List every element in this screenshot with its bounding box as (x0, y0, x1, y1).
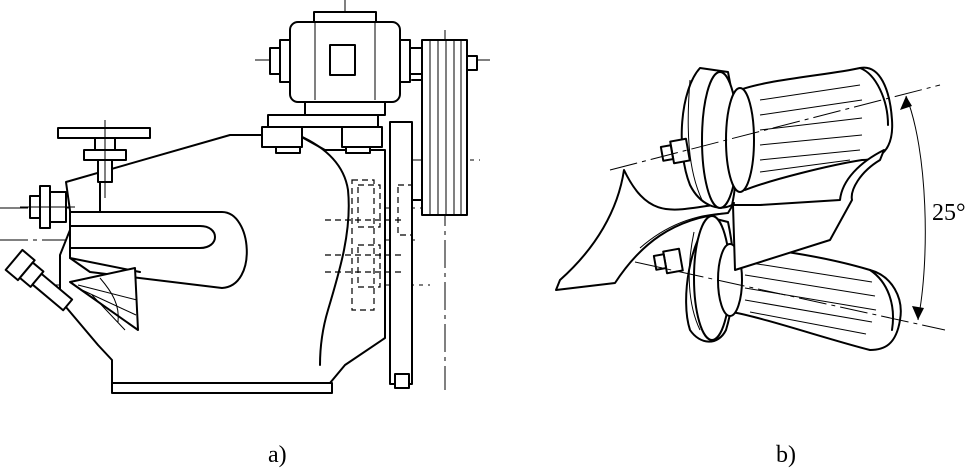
upper-shaft-bolt (659, 137, 691, 165)
panel-a-drawing (0, 0, 490, 394)
panel-b-drawing (555, 66, 946, 351)
lower-roller-flange (685, 215, 735, 343)
frame-front-curve (297, 134, 350, 366)
belt-pulley (421, 39, 478, 216)
machine-base (111, 382, 333, 394)
lower-tool-sector (69, 267, 139, 331)
upper-roller (725, 66, 894, 193)
hidden-gear-outline (325, 179, 413, 311)
handwheel[interactable] (57, 120, 151, 198)
motor-mounts (261, 114, 383, 154)
workpiece-sheet (555, 169, 735, 291)
angle-label: 25° (932, 200, 966, 226)
lower-roller (717, 243, 902, 351)
throat-slot (69, 225, 216, 249)
flywheel-plate (389, 79, 423, 389)
panel-a-caption: a) (268, 442, 287, 468)
workpiece-edge (639, 212, 729, 249)
frame-throat (69, 211, 248, 289)
panel-b-caption: b) (776, 442, 796, 468)
angle-dimension (900, 95, 926, 321)
lower-adjusting-bolt[interactable] (4, 248, 76, 315)
lower-shaft-bolt (652, 247, 684, 275)
panel-b-centerlines (609, 84, 946, 331)
electric-motor (269, 11, 423, 116)
upper-adjusting-bolt[interactable] (20, 185, 75, 229)
die-wedge (732, 149, 885, 271)
